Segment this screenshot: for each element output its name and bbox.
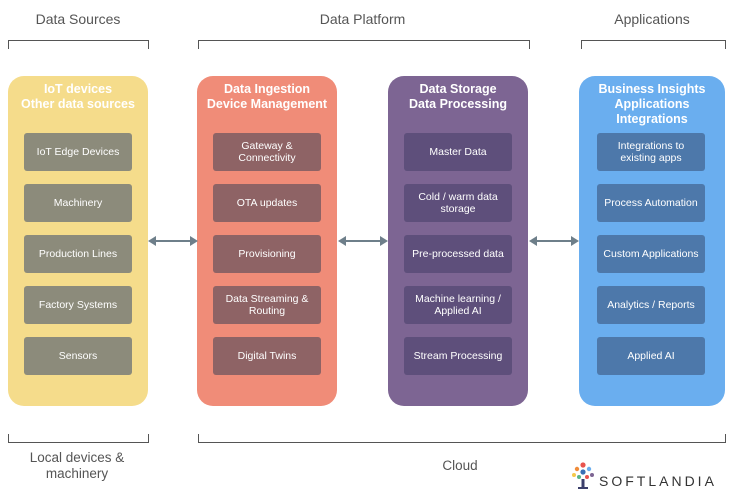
box-custom-applications: Custom Applications [597,235,705,273]
bracket-data-platform [198,40,530,49]
box-sensors: Sensors [24,337,132,375]
section-label-data-sources: Data Sources [35,11,121,27]
column-title: Business Insights Applications Integrati… [579,82,725,127]
column-data-storage: Data Storage Data Processing Master Data… [388,76,528,406]
bracket-data-sources [8,40,149,49]
column-title: Data Ingestion Device Management [197,82,337,112]
box-cold-warm-storage: Cold / warm data storage [404,184,512,222]
column-title-line: IoT devices [43,82,113,96]
column-title-line: Applications [614,97,690,111]
box-digital-twins: Digital Twins [213,337,321,375]
column-title: Data Storage Data Processing [388,82,528,112]
column-title-line: Business Insights [598,82,706,96]
box-process-automation: Process Automation [597,184,705,222]
box-master-data: Master Data [404,133,512,171]
box-production-lines: Production Lines [24,235,132,273]
column-title-line: Device Management [206,97,328,111]
box-iot-edge-devices: IoT Edge Devices [24,133,132,171]
box-applied-ai: Applied AI [597,337,705,375]
box-integrations-existing-apps: Integrations to existing apps [597,133,705,171]
section-label-data-platform: Data Platform [319,11,406,27]
double-arrow-icon [148,236,198,246]
box-gateway-connectivity: Gateway & Connectivity [213,133,321,171]
bracket-applications [581,40,726,49]
box-data-streaming-routing: Data Streaming & Routing [213,286,321,324]
bottom-label-local: Local devices & machinery [29,450,125,481]
box-machine-learning: Machine learning / Applied AI [404,286,512,324]
double-arrow-icon [338,236,388,246]
column-title-line: Data Processing [409,97,507,111]
box-ota-updates: OTA updates [213,184,321,222]
section-label-applications: Applications [614,11,690,27]
bracket-cloud [198,434,726,443]
box-analytics-reports: Analytics / Reports [597,286,705,324]
double-arrow-icon [529,236,579,246]
bottom-label-cloud: Cloud [442,458,478,473]
box-machinery: Machinery [24,184,132,222]
box-pre-processed-data: Pre-processed data [404,235,512,273]
column-data-ingestion: Data Ingestion Device Management Gateway… [197,76,337,406]
column-title-line: Other data sources [21,97,135,111]
box-factory-systems: Factory Systems [24,286,132,324]
softlandia-logo-icon [572,462,594,489]
box-stream-processing: Stream Processing [404,337,512,375]
softlandia-logo-text: SOFTLANDIA [599,473,717,489]
column-title: IoT devices Other data sources [8,82,148,112]
bracket-local [8,434,149,443]
box-provisioning: Provisioning [213,235,321,273]
column-title-line: Integrations [616,112,688,126]
column-business-insights: Business Insights Applications Integrati… [579,76,725,406]
column-title-line: Data Ingestion [223,82,311,96]
column-data-sources: IoT devices Other data sources IoT Edge … [8,76,148,406]
column-title-line: Data Storage [419,82,497,96]
